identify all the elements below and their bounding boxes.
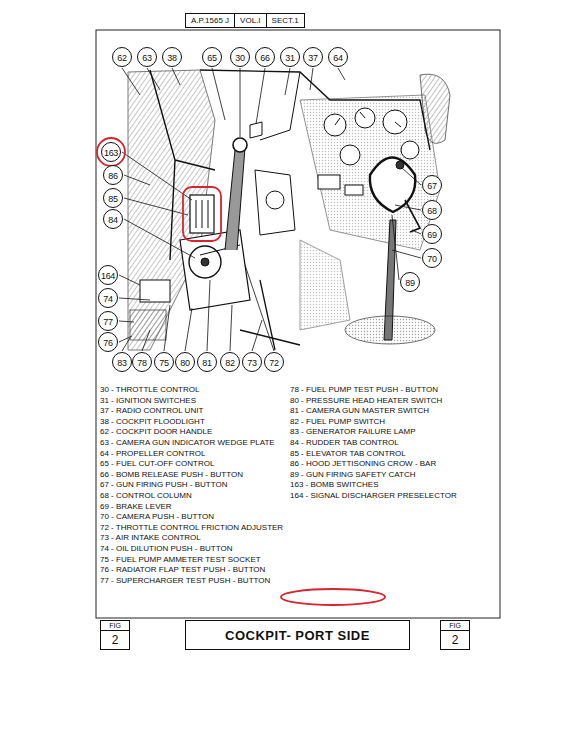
legend-entry: 72 - THROTTLE CONTROL FRICTION ADJUSTER bbox=[100, 523, 286, 534]
red-annotations bbox=[97, 138, 385, 605]
leader-lines bbox=[119, 68, 421, 351]
legend-entry: 38 - COCKPIT FLOODLIGHT bbox=[100, 417, 286, 428]
callout-number: 86 bbox=[103, 165, 123, 185]
legend-entry: 66 - BOMB RELEASE PUSH - BUTTON bbox=[100, 470, 286, 481]
node-text: FIG bbox=[441, 621, 469, 631]
legend-entry: 73 - AIR INTAKE CONTROL bbox=[100, 533, 286, 544]
legend-entry: 30 - THROTTLE CONTROL bbox=[100, 385, 286, 396]
legend-entry: 89 - GUN FIRING SAFETY CATCH bbox=[290, 470, 495, 481]
callout-number: 73 bbox=[242, 352, 262, 372]
title-box: COCKPIT- PORT SIDE bbox=[185, 620, 410, 650]
legend-entry: 163 - BOMB SWITCHES bbox=[290, 480, 495, 491]
legend-entry: 63 - CAMERA GUN INDICATOR WEDGE PLATE bbox=[100, 438, 286, 449]
callout-number: 78 bbox=[132, 352, 152, 372]
callout-number: 62 bbox=[112, 47, 132, 67]
legend-entry: 74 - OIL DILUTION PUSH - BUTTON bbox=[100, 544, 286, 555]
callout-number: 75 bbox=[154, 352, 174, 372]
callout-number: 81 bbox=[197, 352, 217, 372]
callout-number: 80 bbox=[175, 352, 195, 372]
legend-entry: 83 - GENERATOR FAILURE LAMP bbox=[290, 427, 495, 438]
legend-entry: 31 - IGNITION SWITCHES bbox=[100, 396, 286, 407]
callout-number: 68 bbox=[422, 200, 442, 220]
callout-number: 65 bbox=[202, 47, 222, 67]
callout-number: 64 bbox=[328, 47, 348, 67]
callout-number: 76 bbox=[98, 332, 118, 352]
node-text: SECT.1 bbox=[266, 14, 304, 27]
legend-entry: 164 - SIGNAL DISCHARGER PRESELECTOR bbox=[290, 491, 495, 502]
legend-list-right: 78 - FUEL PUMP TEST PUSH - BUTTON80 - PR… bbox=[290, 385, 495, 502]
legend-entry: 78 - FUEL PUMP TEST PUSH - BUTTON bbox=[290, 385, 495, 396]
legend-entry: 70 - CAMERA PUSH - BUTTON bbox=[100, 512, 286, 523]
callout-number: 74 bbox=[98, 288, 118, 308]
page-frame bbox=[96, 30, 500, 618]
node-text: VOL.I bbox=[234, 14, 265, 27]
callout-number: 82 bbox=[220, 352, 240, 372]
node-text: 2 bbox=[101, 631, 129, 649]
cockpit-drawing bbox=[128, 70, 450, 350]
callout-number: 85 bbox=[103, 188, 123, 208]
legend-entry: 64 - PROPELLER CONTROL bbox=[100, 449, 286, 460]
legend-entry: 65 - FUEL CUT-OFF CONTROL bbox=[100, 459, 286, 470]
callout-number: 77 bbox=[98, 311, 118, 331]
legend-entry: 76 - RADIATOR FLAP TEST PUSH - BUTTON bbox=[100, 565, 286, 576]
legend-entry: 37 - RADIO CONTROL UNIT bbox=[100, 406, 286, 417]
callout-number: 163 bbox=[101, 142, 121, 162]
callout-number: 67 bbox=[422, 175, 442, 195]
legend-entry: 67 - GUN FIRING PUSH - BUTTON bbox=[100, 480, 286, 491]
callout-number: 37 bbox=[303, 47, 323, 67]
legend-entry: 86 - HOOD JETTISONING CROW - BAR bbox=[290, 459, 495, 470]
callout-number: 63 bbox=[137, 47, 157, 67]
callout-number: 38 bbox=[162, 47, 182, 67]
callout-number: 30 bbox=[230, 47, 250, 67]
callout-number: 72 bbox=[264, 352, 284, 372]
legend-entry: 80 - PRESSURE HEAD HEATER SWITCH bbox=[290, 396, 495, 407]
legend-entry: 68 - CONTROL COLUMN bbox=[100, 491, 286, 502]
node-text: FIG bbox=[101, 621, 129, 631]
callout-number: 70 bbox=[422, 248, 442, 268]
legend-list-left: 30 - THROTTLE CONTROL31 - IGNITION SWITC… bbox=[100, 385, 286, 586]
legend-entry: 77 - SUPERCHARGER TEST PUSH - BUTTON bbox=[100, 576, 286, 587]
legend-entry: 75 - FUEL PUMP AMMETER TEST SOCKET bbox=[100, 555, 286, 566]
figure-box: FIG2 bbox=[440, 620, 470, 650]
legend-entry: 62 - COCKPIT DOOR HANDLE bbox=[100, 427, 286, 438]
legend-entry: 69 - BRAKE LEVER bbox=[100, 502, 286, 513]
legend-entry: 84 - RUDDER TAB CONTROL bbox=[290, 438, 495, 449]
header-box: A.P.1565 JVOL.ISECT.1 bbox=[185, 13, 305, 28]
callout-number: 164 bbox=[98, 265, 118, 285]
callout-number: 66 bbox=[255, 47, 275, 67]
figure-box: FIG2 bbox=[100, 620, 130, 650]
legend-entry: 81 - CAMERA GUN MASTER SWITCH bbox=[290, 406, 495, 417]
node-text: A.P.1565 J bbox=[186, 14, 234, 27]
callout-number: 89 bbox=[400, 272, 420, 292]
callout-number: 84 bbox=[103, 209, 123, 229]
node-text: COCKPIT- PORT SIDE bbox=[225, 628, 370, 643]
legend-entry: 85 - ELEVATOR TAB CONTROL bbox=[290, 449, 495, 460]
node-text: 2 bbox=[441, 631, 469, 649]
callout-number: 31 bbox=[280, 47, 300, 67]
callout-number: 69 bbox=[422, 224, 442, 244]
legend-entry: 82 - FUEL PUMP SWITCH bbox=[290, 417, 495, 428]
callout-number: 83 bbox=[112, 352, 132, 372]
